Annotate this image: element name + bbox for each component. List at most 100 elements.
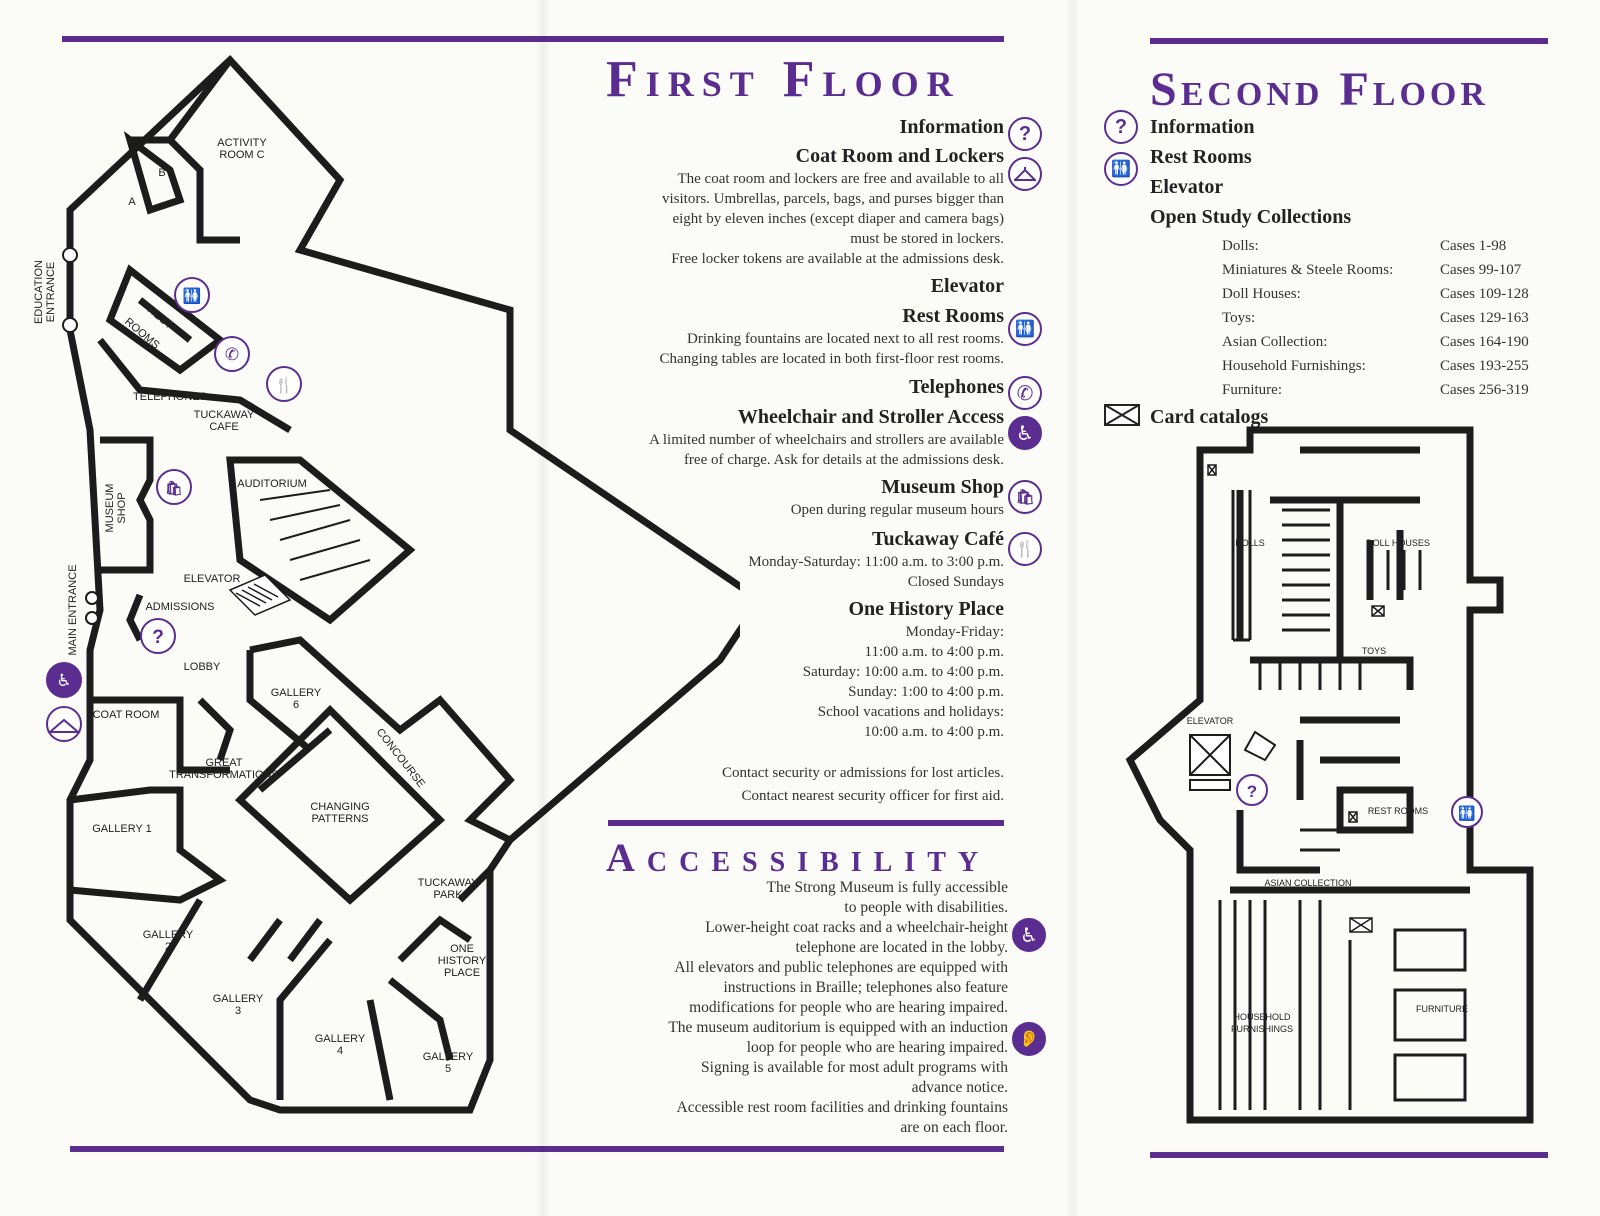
section-heading: Wheelchair and Stroller Access <box>737 406 1004 428</box>
accessibility-title: Accessibility <box>606 835 991 880</box>
collection-name: Miniatures & Steele Rooms: <box>1222 262 1394 278</box>
section-text: Monday-Friday: 11:00 a.m. to 4:00 p.m. S… <box>802 624 1004 740</box>
svg-text:🚻: 🚻 <box>1458 805 1475 822</box>
svg-text:🚻: 🚻 <box>183 287 202 305</box>
map1-gallery6-label: GALLERY <box>271 687 322 699</box>
svg-text:♿: ♿ <box>56 671 71 690</box>
second-floor-title: Second Floor <box>1150 63 1489 116</box>
map2-rest-rooms-label: REST ROOMS <box>1368 806 1428 816</box>
sf-item-information: Information <box>1150 116 1255 138</box>
map2-doll-houses-label: DOLL HOUSES <box>1366 538 1430 548</box>
map1-gallery1-label: GALLERY 1 <box>92 823 152 835</box>
map1-question-icon: ? <box>140 618 176 654</box>
section-text: Drinking fountains are located next to a… <box>659 331 1005 367</box>
svg-text:🍴: 🍴 <box>275 376 294 394</box>
restroom-icon: 🚻 <box>1008 312 1042 346</box>
section-wheelchair: Wheelchair and Stroller Access A limited… <box>598 404 1004 470</box>
section-information: Information <box>598 114 1004 140</box>
map2-restroom-icon: 🚻 <box>1451 796 1483 828</box>
section-heading: Coat Room and Lockers <box>795 145 1004 167</box>
section-one-history-place: One History Place Monday-Friday: 11:00 a… <box>598 596 1004 742</box>
map1-changing-patterns-label: CHANGING <box>310 801 369 813</box>
bottom-rule-right <box>1150 1152 1548 1158</box>
map1-gallery6-label-2: 6 <box>293 699 299 711</box>
map1-telephones-label: TELEPHONES <box>133 391 207 403</box>
map1-activity-room-label-2: ROOM C <box>219 149 264 161</box>
wheelchair-icon: ♿ <box>1008 416 1042 450</box>
collection-cases: Cases 256-319 <box>1440 382 1529 398</box>
map1-gallery3-label: GALLERY <box>213 993 264 1005</box>
map2-question-icon: ? <box>1236 774 1268 806</box>
collection-cases: Cases 99-107 <box>1440 262 1522 278</box>
map1-wheelchair-icon: ♿ <box>46 662 82 698</box>
hearing-loop-icon: 👂 <box>1012 1022 1046 1056</box>
map2-asian-collection-label: ASIAN COLLECTION <box>1264 878 1351 888</box>
collection-name: Toys: <box>1222 310 1256 326</box>
svg-text:🛍: 🛍 <box>165 480 183 496</box>
map1-education-entrance-label-2: ENTRANCE <box>45 262 57 323</box>
map2-toys-label: TOYS <box>1362 646 1386 656</box>
map1-rest-rooms-label: REST <box>145 304 175 332</box>
accessibility-wheelchair-icon: ♿ <box>1012 918 1046 952</box>
sf-item-open-study: Open Study Collections <box>1150 206 1352 228</box>
section-elevator: Elevator <box>598 273 1004 299</box>
section-text: Monday-Saturday: 11:00 a.m. to 3:00 p.m.… <box>748 554 1004 590</box>
section-heading: Museum Shop <box>881 476 1004 498</box>
map2-dolls-label: DOLLS <box>1235 538 1265 548</box>
map1-gallery2-label: GALLERY <box>143 929 194 941</box>
map1-museum-shop-label: MUSEUM <box>104 484 116 533</box>
map1-coat-room-label: COAT ROOM <box>93 709 160 721</box>
section-rest-rooms: Rest Rooms Drinking fountains are locate… <box>598 303 1005 369</box>
map1-telephone-icon: ✆ <box>214 336 250 372</box>
map1-gallery4-label: GALLERY <box>315 1033 366 1045</box>
map1-one-history-place-label: ONE <box>450 943 474 955</box>
page-fold-right <box>1066 0 1080 1216</box>
first-floor-sections: Information Coat Room and Lockers The co… <box>598 0 1004 820</box>
map1-great-transformations-label-2: TRANSFORMATIONS <box>169 769 279 781</box>
section-text: The coat room and lockers are free and a… <box>661 171 1004 267</box>
top-rule-right <box>1150 38 1548 44</box>
map1-shop-icon: 🛍 <box>156 469 192 505</box>
shop-bag-icon: 🛍 <box>1008 480 1042 514</box>
map1-cafe-icon: 🍴 <box>266 366 302 402</box>
first-floor-title: First Floor <box>606 51 961 108</box>
sf-question-icon: ? <box>1104 110 1138 144</box>
collection-cases: Cases 193-255 <box>1440 358 1529 374</box>
map1-main-entrance-label: MAIN ENTRANCE <box>67 564 79 655</box>
card-catalog-icon <box>1104 404 1140 426</box>
hanger-icon <box>1008 157 1042 191</box>
second-floor-map: DOLLS DOLL HOUSES TOYS ELEVATOR REST ROO… <box>1125 426 1534 1124</box>
contact-lost-articles: Contact security or admissions for lost … <box>721 765 1004 781</box>
bottom-rule-left <box>70 1146 1004 1152</box>
map1-auditorium-label: AUDITORIUM <box>237 478 306 490</box>
map1-tuckaway-park-label-2: PARK <box>433 889 463 901</box>
map1-one-history-place-label-2: HISTORY <box>438 955 487 967</box>
collection-name: Doll Houses: <box>1222 286 1301 302</box>
sf-restroom-icon: 🚻 <box>1104 152 1138 186</box>
contacts: Contact security or admissions for lost … <box>598 762 1004 808</box>
map1-hanger-icon <box>46 706 82 742</box>
section-heading: Rest Rooms <box>902 305 1004 327</box>
collection-name: Household Furnishings: <box>1222 358 1366 374</box>
section-museum-shop: Museum Shop Open during regular museum h… <box>598 474 1004 520</box>
map1-icons: 🚻 ✆ 🍴 🛍 ? ♿ <box>46 277 302 742</box>
map1-activity-room-label: ACTIVITY <box>217 137 267 149</box>
section-coat-room: Coat Room and Lockers The coat room and … <box>598 143 1004 269</box>
section-heading: Elevator <box>930 275 1004 297</box>
telephone-icon: ✆ <box>1008 376 1042 410</box>
card-catalogs-label: Card catalogs <box>1150 406 1269 428</box>
section-text: A limited number of wheelchairs and stro… <box>649 432 1004 468</box>
section-heading: Telephones <box>909 376 1004 398</box>
map1-tuckaway-cafe-label: TUCKAWAY <box>194 409 255 421</box>
map2-furniture-label: FURNITURE <box>1416 1004 1468 1014</box>
map1-elevator-label: ELEVATOR <box>184 573 241 585</box>
map1-restroom-icon: 🚻 <box>174 277 210 313</box>
section-heading: One History Place <box>848 598 1004 620</box>
collection-cases: Cases 109-128 <box>1440 286 1529 302</box>
map1-changing-patterns-label-2: PATTERNS <box>311 813 368 825</box>
map2-icons: ? 🚻 <box>1236 774 1483 828</box>
map1-education-entrance-label: EDUCATION <box>33 260 45 324</box>
accessibility-text: The Strong Museum is fully accessible to… <box>668 879 1008 1136</box>
map1-lobby-label: LOBBY <box>184 661 221 673</box>
question-icon: ? <box>1008 117 1042 151</box>
